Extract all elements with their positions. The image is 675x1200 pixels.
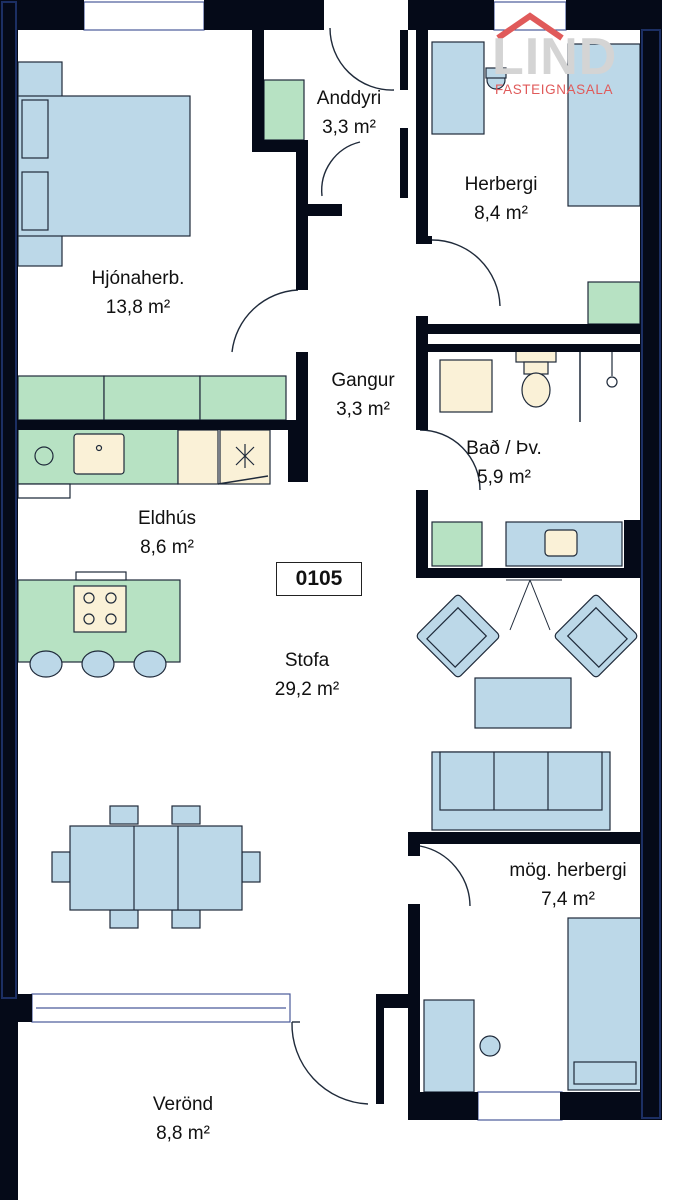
door-swings [231, 27, 501, 1105]
bedroom-closet [587, 281, 641, 325]
room-area: 13,8 m² [105, 297, 171, 318]
bath-sink [544, 529, 578, 557]
toilet-icon [515, 347, 557, 408]
guest-bed [567, 917, 643, 1091]
room-area: 8,4 m² [474, 203, 528, 224]
fridge [177, 429, 219, 485]
shower-head-icon [606, 346, 618, 388]
room-area: 3,3 m² [336, 399, 390, 420]
bar-stools [29, 650, 167, 678]
kitchen-wall-cabinets [17, 375, 287, 421]
room-name: Stofa [284, 650, 330, 671]
room-name: Bað / Þv. [466, 438, 542, 459]
wall-highlights [1, 1, 661, 1119]
room-label-mog-herbergi: mög. herbergi 7,4 m² [488, 856, 648, 914]
sink-drain [95, 444, 103, 452]
furniture-layer [17, 41, 643, 1093]
room-label-anddyri: Anddyri 3,3 m² [294, 84, 404, 142]
island-vent [75, 571, 127, 581]
sofa [431, 751, 611, 831]
room-name: Anddyri [316, 88, 382, 109]
bedroom-desk [431, 41, 507, 135]
room-area: 8,6 m² [140, 537, 194, 558]
guest-desk [423, 999, 475, 1093]
window-top [83, 1, 205, 31]
dining-table [69, 825, 243, 911]
house-roof-icon [496, 12, 564, 41]
single-bed [567, 43, 641, 207]
room-area: 3,3 m² [322, 117, 376, 138]
corner-door [17, 483, 71, 499]
lamp-lines [506, 579, 562, 631]
window-bottom-right [477, 1091, 563, 1121]
room-label-verond: Verönd 8,8 m² [128, 1090, 238, 1148]
room-name: Herbergi [464, 174, 538, 195]
room-label-gangur: Gangur 3,3 m² [308, 366, 418, 424]
room-label-herbergi: Herbergi 8,4 m² [446, 170, 556, 228]
oven-fan-icon [235, 444, 255, 468]
logo-word: LIND [492, 28, 618, 86]
room-name: Verönd [152, 1094, 214, 1115]
dining-chairs [51, 805, 261, 929]
windows [31, 1, 567, 1121]
kitchen-sink [73, 433, 125, 475]
cooktop [73, 585, 127, 633]
armchair [416, 594, 500, 678]
guest-bed-pillow [573, 1061, 637, 1085]
room-label-stofa: Stofa 29,2 m² [252, 646, 362, 704]
company-logo: LIND FASTEIGNASALA [490, 12, 650, 102]
room-name: mög. herbergi [509, 860, 627, 881]
guest-chair [479, 1035, 501, 1057]
fridge-door-swing [217, 475, 269, 485]
room-area: 8,8 m² [156, 1123, 210, 1144]
room-name: Gangur [331, 370, 395, 391]
room-area: 29,2 m² [274, 679, 340, 700]
room-label-bad: Bað / Þv. 5,9 m² [444, 434, 564, 492]
bath-cabinet [431, 521, 483, 567]
room-name: Eldhús [137, 508, 197, 529]
armchair [554, 594, 638, 678]
logo-subtitle: FASTEIGNASALA [495, 82, 614, 97]
double-bed [17, 61, 191, 267]
room-label-hjonaherb: Hjónaherb. 13,8 m² [78, 264, 198, 322]
room-name: Hjónaherb. [91, 268, 185, 289]
coffee-table [474, 677, 572, 729]
room-label-eldhus: Eldhús 8,6 m² [112, 504, 222, 562]
corner-carousel [34, 446, 54, 466]
washer [439, 359, 493, 413]
room-area: 5,9 m² [477, 467, 531, 488]
room-area: 7,4 m² [541, 889, 595, 910]
unit-number: 0105 [276, 562, 362, 596]
